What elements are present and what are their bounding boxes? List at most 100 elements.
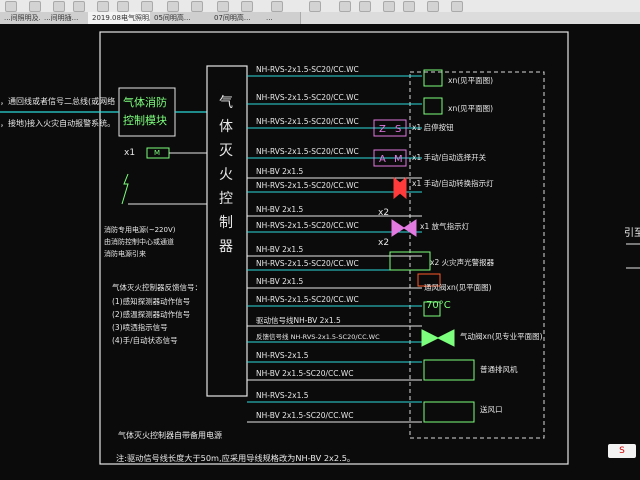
wire-label: NH-RVS-2x1.5-SC20/CC.WC: [256, 117, 359, 126]
toolbar-icon: [117, 1, 129, 12]
toolbar-icon: [427, 1, 439, 12]
toolbar-icon: [141, 1, 153, 12]
alarm-horn-symbol: [389, 251, 431, 271]
signal-item: (2)感温探测器动作信号: [112, 310, 191, 319]
wire-label: NH-BV 2x1.5: [256, 167, 304, 176]
m-letter: M: [154, 149, 161, 157]
discharge-lamp-1: [391, 219, 405, 237]
heat-detector-symbol: [423, 97, 443, 115]
toolbar-icon: [309, 1, 321, 12]
app-badge: S: [608, 444, 636, 458]
start-stop-button-symbol: [373, 119, 407, 137]
power-note: 消防专用电源(~220V) 由消防控制中心或通道 消防电源引来: [104, 226, 176, 258]
am-letter-a: A: [379, 154, 386, 165]
wire-label: NH-BV 2x1.5-SC20/CC.WC: [256, 369, 354, 378]
wire-label: NH-RVS-2x1.5-SC20/CC.WC: [256, 259, 359, 268]
zs-letter-z: Z: [379, 124, 386, 135]
device-label: 通风阀xn(见平面图): [424, 283, 492, 292]
document-tab[interactable]: ...间明插...: [40, 12, 95, 24]
m-qty: x1: [124, 148, 136, 158]
device-label: xn(见平面图): [448, 76, 494, 85]
wire-label: 驱动信号线NH-BV 2x1.5: [256, 316, 341, 325]
note-line-1: ，通回线或者信号二总线(或网络: [0, 97, 116, 106]
controller-char: 灭: [219, 143, 233, 159]
toolbar-icon: [241, 1, 253, 12]
am-letter-m: M: [394, 154, 403, 165]
power-symbol: [121, 173, 129, 205]
device-label: 普通排风机: [480, 365, 518, 374]
module-title-1: 气体消防: [123, 96, 167, 109]
document-tab[interactable]: 05间明高...: [150, 12, 217, 24]
toolbar-icon: [271, 1, 283, 12]
device-label: 70°C: [426, 300, 451, 311]
toolbar-icon: [191, 1, 203, 12]
toolbar-icon: [359, 1, 371, 12]
controller-char: 火: [219, 167, 233, 183]
signal-item: (4)手/自动状态信号: [112, 336, 178, 345]
module-title-2: 控制模块: [123, 114, 167, 127]
toolbar-icon: [451, 1, 463, 12]
toolbar-icon: [167, 1, 179, 12]
wire-label: NH-BV 2x1.5: [256, 205, 304, 214]
solenoid-valve-right: [436, 329, 455, 347]
solenoid-valve-left: [421, 329, 440, 347]
wire-label: NH-BV 2x1.5-SC20/CC.WC: [256, 411, 354, 420]
device-label: 气动阀xn(见专业平面图): [460, 332, 543, 341]
wire-label: NH-RVS-2x1.5: [256, 391, 309, 400]
tab-strip: ...间照明及......间明插...2019.08电气照明总...05间明高.…: [0, 12, 640, 24]
right-cut-label: 引至: [624, 228, 640, 239]
document-tab[interactable]: 07间明高...: [210, 12, 269, 24]
bottom-note-1: 气体灭火控制器自带备用电源: [118, 431, 222, 440]
wire-label: NH-RVS-2x1.5-SC20/CC.WC: [256, 147, 359, 156]
device-label: x1 手动/自动选择开关: [412, 153, 487, 162]
device-label: x2 火灾声光警报器: [430, 258, 495, 267]
drawing-frame: [99, 31, 569, 465]
toolbar-icon: [29, 1, 41, 12]
controller-char: 控: [219, 191, 233, 207]
document-tab[interactable]: 2019.08电气照明总...: [88, 12, 157, 24]
controller-char: 体: [219, 119, 233, 135]
toolbar-icon: [339, 1, 351, 12]
wire-label: NH-BV 2x1.5: [256, 277, 304, 286]
toolbar-icon: [403, 1, 415, 12]
wire-label: NH-RVS-2x1.5-SC20/CC.WC: [256, 221, 359, 230]
signals-title: 气体灭火控制器反馈信号：: [112, 283, 202, 292]
damper-symbol: [417, 273, 441, 287]
toolbar-icon: [53, 1, 65, 12]
note-line-2: ，接地)接入火灾自动报警系统。: [0, 119, 116, 128]
wire-label: NH-RVS-2x1.5: [256, 351, 309, 360]
wire-label: 反馈信号线 NH-RVS-2x1.5-SC20/CC.WC: [256, 333, 380, 341]
device-label: x1 启停按钮: [412, 123, 454, 132]
discharge-lamp-2: [403, 219, 417, 237]
fire-damper-symbol: [423, 301, 441, 317]
device-panel: [409, 71, 545, 439]
toolbar-icon: [73, 1, 85, 12]
supply-vent-symbol: [423, 401, 475, 423]
controller-char: 制: [219, 215, 233, 231]
toolbar-icon: [383, 1, 395, 12]
x2-label-2: x2: [378, 238, 390, 248]
wire-label: NH-RVS-2x1.5-SC20/CC.WC: [256, 181, 359, 190]
controller-char: 气: [219, 95, 233, 111]
controller-box: [206, 65, 248, 397]
exhaust-fan-symbol: [423, 359, 475, 381]
wire-label: NH-BV 2x1.5: [256, 245, 304, 254]
smoke-detector-symbol: [423, 69, 443, 87]
toolbar-icon: [5, 1, 17, 12]
device-label: xn(见平面图): [448, 104, 494, 113]
indicator-light-right: [393, 176, 407, 200]
wire-label: NH-RVS-2x1.5-SC20/CC.WC: [256, 93, 359, 102]
signal-item: (1)感知探测器动作信号: [112, 297, 191, 306]
controller-char: 器: [219, 239, 233, 255]
signal-item: (3)喷洒指示信号: [112, 323, 168, 332]
toolbar-icon: [217, 1, 229, 12]
wire-label: NH-RVS-2x1.5-SC20/CC.WC: [256, 295, 359, 304]
zs-letter-s: S: [395, 124, 401, 135]
mode-switch-symbol: [373, 149, 407, 167]
document-tab[interactable]: ...: [262, 12, 301, 24]
device-label: 送风口: [480, 405, 503, 414]
